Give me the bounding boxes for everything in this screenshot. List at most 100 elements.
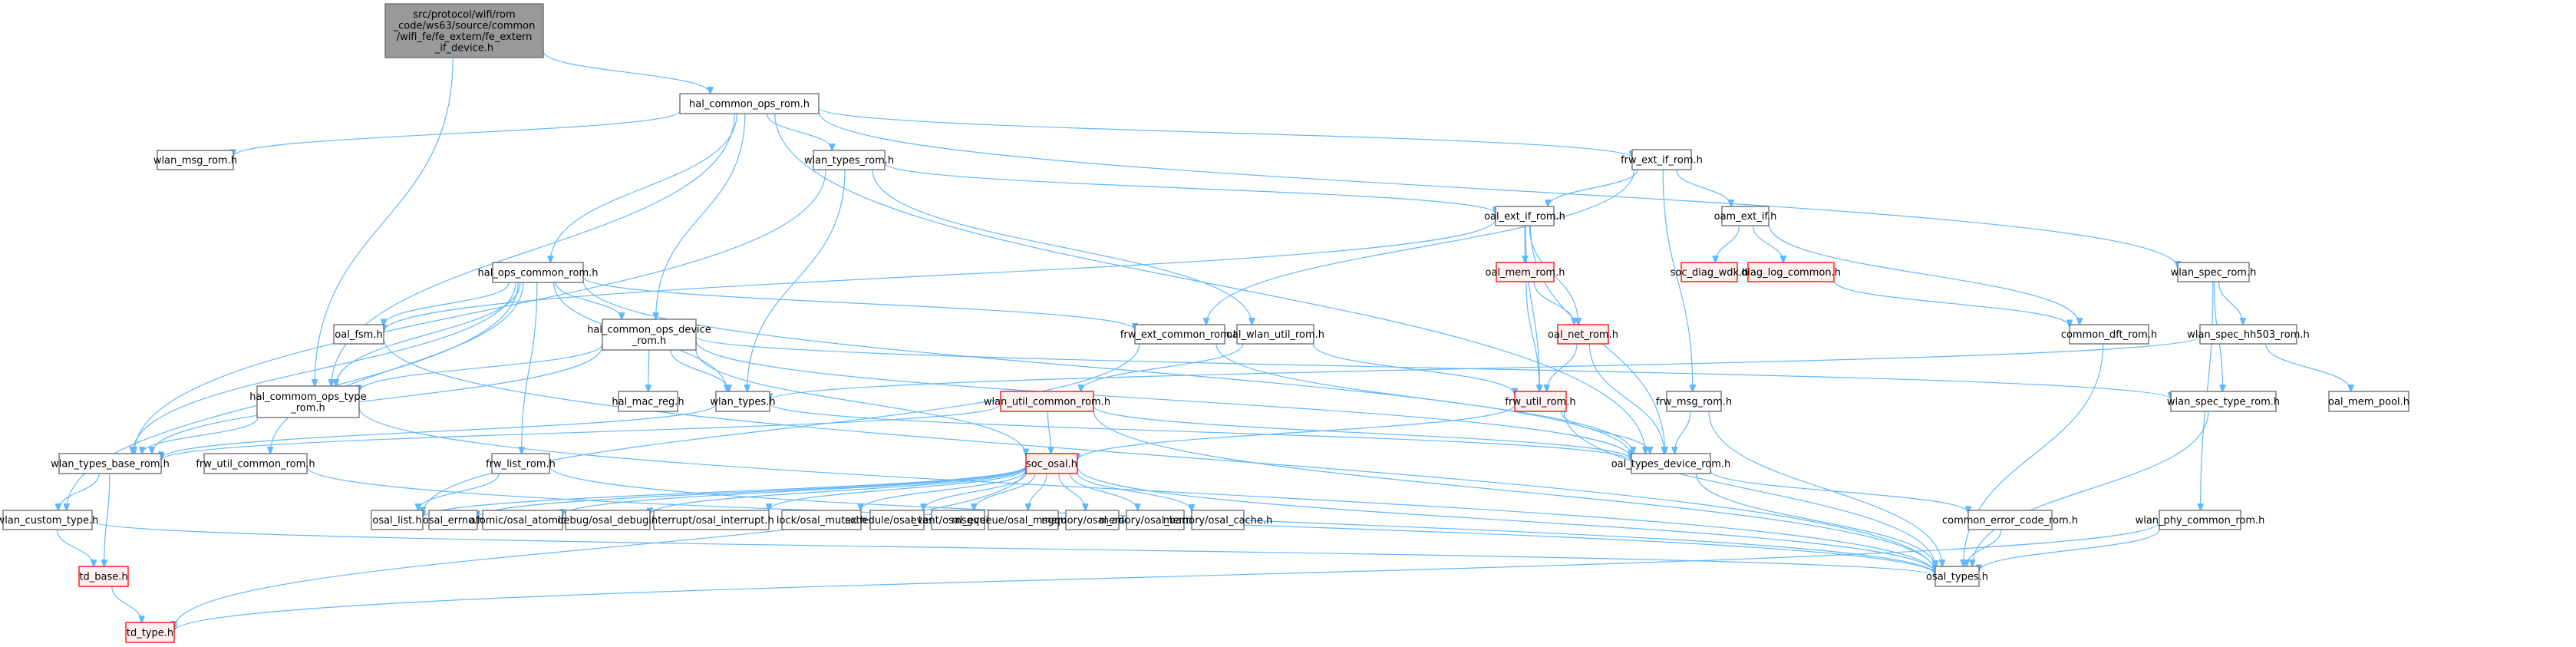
- node-label: hal_ops_common_rom.h: [478, 268, 599, 279]
- node-common-dft-rom[interactable]: common_dft_rom.h: [2061, 324, 2157, 345]
- node-td-base[interactable]: td_base.h: [78, 566, 129, 587]
- node-box: [1631, 453, 1711, 474]
- node-osal-interrupt[interactable]: interrupt/osal_interrupt.h: [648, 510, 774, 530]
- node-osal-addr[interactable]: memory/osal_addr.h: [1041, 510, 1143, 530]
- node-frw-msg-rom[interactable]: frw_msg_rom.h: [1656, 391, 1732, 412]
- node-label: frw_util_rom.h: [1505, 397, 1575, 408]
- node-wlan-types-base-rom[interactable]: wlan_types_base_rom.h: [51, 453, 170, 474]
- node-oal-fsm[interactable]: oal_fsm.h: [333, 324, 384, 345]
- node-oal-mem-pool[interactable]: oal_mem_pool.h: [2328, 391, 2409, 412]
- node-wlan-util-common-rom[interactable]: wlan_util_common_rom.h: [984, 391, 1110, 412]
- node-td-type[interactable]: td_type.h: [125, 622, 175, 643]
- edge-hal_ops_common_rom-to-frw_ext_common_rom: [582, 276, 1135, 330]
- node-osal-barrier[interactable]: memory/osal_barrier.h: [1099, 510, 1212, 530]
- node-label: wlan_types_rom.h: [804, 155, 894, 167]
- node-box: [1236, 324, 1314, 345]
- node-wlan-spec-type-rom[interactable]: wlan_spec_type_rom.h: [2167, 391, 2280, 412]
- node-box: [1681, 262, 1738, 282]
- node-box: [1134, 324, 1225, 345]
- node-box: [2328, 391, 2409, 412]
- edge-soc_osal-to-osal_cache: [1077, 472, 1192, 511]
- edge-common_error_code_rom-to-osal_types: [1967, 529, 2002, 566]
- edge-soc_osal-to-osal_mutex: [861, 470, 1027, 510]
- edge-soc_osal-to-osal_atomic: [562, 466, 1027, 516]
- node-oal-types-device-rom[interactable]: oal_types_device_rom.h: [1611, 453, 1731, 474]
- edge-wlan_custom_type-to-osal_types: [91, 520, 1935, 576]
- node-box: [2, 510, 93, 530]
- node-soc-osal[interactable]: soc_osal.h: [1025, 453, 1078, 474]
- edge-hal_ops_common_rom-to-oal_fsm: [384, 282, 510, 325]
- node-oal-net-rom[interactable]: oal_net_rom.h: [1548, 324, 1618, 345]
- edge-wlan_types-to-wlan_types_base_rom: [161, 404, 717, 458]
- node-common-error-code-rom[interactable]: common_error_code_rom.h: [1942, 510, 2078, 530]
- edge-wlan_phy_common_rom-to-osal_types: [1979, 529, 2160, 572]
- node-box: [1967, 510, 2053, 530]
- node-hal-commom-ops-type-rom[interactable]: hal_commom_ops_type_rom.h: [249, 385, 367, 418]
- node-wlan-types[interactable]: wlan_types.h: [710, 391, 776, 412]
- node-box: [58, 453, 162, 474]
- edge-soc_osal-to-osal_addr: [1058, 473, 1086, 510]
- node-osal-atomic[interactable]: atomic/osal_atomic.h: [470, 510, 576, 530]
- node-wlan-spec-rom[interactable]: wlan_spec_rom.h: [2171, 262, 2257, 282]
- node-osal-list[interactable]: osal_list.h: [371, 510, 424, 530]
- node-frw-ext-if-rom[interactable]: frw_ext_if_rom.h: [1621, 149, 1703, 170]
- node-diag-log-common[interactable]: diag_log_common.h: [1741, 262, 1841, 282]
- edge-frw_list_rom-to-osal_list: [418, 473, 500, 510]
- node-osal-types[interactable]: osal_types.h: [1926, 566, 1988, 587]
- edge-soc_osal-to-osal_task: [923, 473, 1027, 510]
- edge-hal_common_ops_device_rom-to-wlan_types_base_rom: [152, 345, 603, 454]
- edge-wlan_types-to-oal_types_device_rom: [769, 402, 1631, 460]
- node-osal-event[interactable]: event/osal_event.h: [911, 510, 1006, 530]
- edge-wlan_types_rom-to-oal_ext_if_rom: [884, 162, 1496, 213]
- node-box: [125, 622, 175, 643]
- node-frw-util-rom[interactable]: frw_util_rom.h: [1505, 391, 1576, 412]
- node-osal-task[interactable]: schedule/osal_task.h: [845, 510, 949, 530]
- node-wlan-phy-common-rom[interactable]: wlan_phy_common_rom.h: [2136, 510, 2265, 530]
- node-wlan-spec-hh503-rom[interactable]: wlan_spec_hh503_rom.h: [2187, 324, 2310, 345]
- node-label: wlan_spec_type_rom.h: [2167, 397, 2280, 408]
- edge-common_dft_rom-to-osal_types: [1964, 343, 2104, 566]
- node-label: td_base.h: [79, 572, 127, 583]
- edge-hal_ops_common_rom-to-wlan_types_base_rom: [133, 282, 516, 454]
- edge-wlan_spec_hh503_rom-to-oal_mem_pool: [2264, 343, 2350, 391]
- node-box: [1496, 262, 1555, 282]
- node-box: [1065, 510, 1120, 530]
- node-wlan-custom-type[interactable]: wlan_custom_type.h: [0, 510, 98, 530]
- node-label: interrupt/osal_interrupt.h: [648, 515, 774, 527]
- edge-hal_ops_common_rom-to-frw_list_rom: [522, 282, 538, 454]
- node-box: [1721, 206, 1770, 226]
- node-label: wlan_phy_common_rom.h: [2136, 515, 2265, 527]
- edge-layer: [57, 51, 2350, 631]
- node-wlan-types-rom[interactable]: wlan_types_rom.h: [804, 150, 894, 170]
- node-frw-ext-common-rom[interactable]: frw_ext_common_rom.h: [1120, 324, 1239, 345]
- node-label: soc_osal.h: [1026, 459, 1077, 470]
- node-box: [2199, 324, 2297, 345]
- node-osal-errno[interactable]: osal_errno.h: [423, 510, 483, 530]
- edge-hal_ops_common_rom-to-hal_commom_ops_type_rom: [336, 282, 521, 386]
- node-hal-common-ops-device-rom[interactable]: hal_common_ops_device_rom.h: [587, 319, 711, 351]
- node-oal-wlan-util-rom[interactable]: oal_wlan_util_rom.h: [1226, 324, 1324, 345]
- node-osal-mutex[interactable]: lock/osal_mutex.h: [777, 510, 866, 530]
- node-osal-debug[interactable]: debug/osal_debug.h: [557, 510, 658, 530]
- node-hal-ops-common-rom[interactable]: hal_ops_common_rom.h: [478, 262, 599, 283]
- node-wlan-msg-rom[interactable]: wlan_msg_rom.h: [153, 150, 237, 170]
- node-soc-diag-wdk[interactable]: soc_diag_wdk.h: [1671, 262, 1749, 282]
- node-frw-util-common-rom[interactable]: frw_util_common_rom.h: [196, 453, 315, 474]
- node-box: [715, 391, 770, 412]
- node-hal-mac-reg[interactable]: hal_mac_reg.h: [612, 391, 684, 412]
- edge-wlan_types_rom-to-wlan_types_base_rom: [134, 169, 826, 454]
- node-box: [1025, 453, 1078, 474]
- edge-diag_log_common-to-common_dft_rom: [1833, 280, 2070, 326]
- node-osal-cache[interactable]: memory/osal_cache.h: [1163, 510, 1272, 530]
- node-hal-common-ops-rom[interactable]: hal_common_ops_rom.h: [679, 93, 820, 114]
- node-root[interactable]: src/protocol/wifi/rom_code/ws63/source/c…: [384, 3, 544, 58]
- node-oal-mem-rom[interactable]: oal_mem_rom.h: [1486, 262, 1565, 282]
- edge-soc_osal-to-osal_msgqueue: [1028, 473, 1047, 510]
- node-osal-msgqueue[interactable]: msgqueue/osal_msgqueue.h: [952, 510, 1095, 530]
- node-oam-ext-if[interactable]: oam_ext_if.h: [1714, 206, 1777, 226]
- node-box: [679, 93, 820, 114]
- node-label: frw_list_rom.h: [486, 459, 556, 470]
- node-frw-list-rom[interactable]: frw_list_rom.h: [486, 453, 556, 474]
- node-oal-ext-if-rom[interactable]: oal_ext_if_rom.h: [1484, 206, 1565, 226]
